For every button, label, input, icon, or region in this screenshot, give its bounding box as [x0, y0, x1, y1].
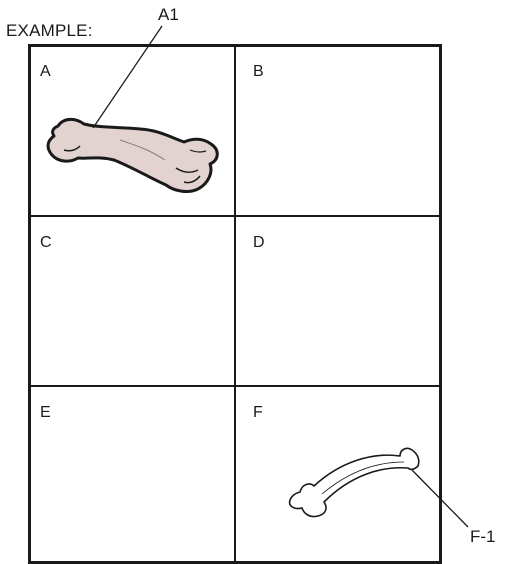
callout-leader-f1: [412, 470, 468, 527]
femur-bone-icon: [48, 119, 217, 191]
rib-bone-icon: [290, 448, 419, 516]
callout-leader-a1: [93, 26, 162, 128]
